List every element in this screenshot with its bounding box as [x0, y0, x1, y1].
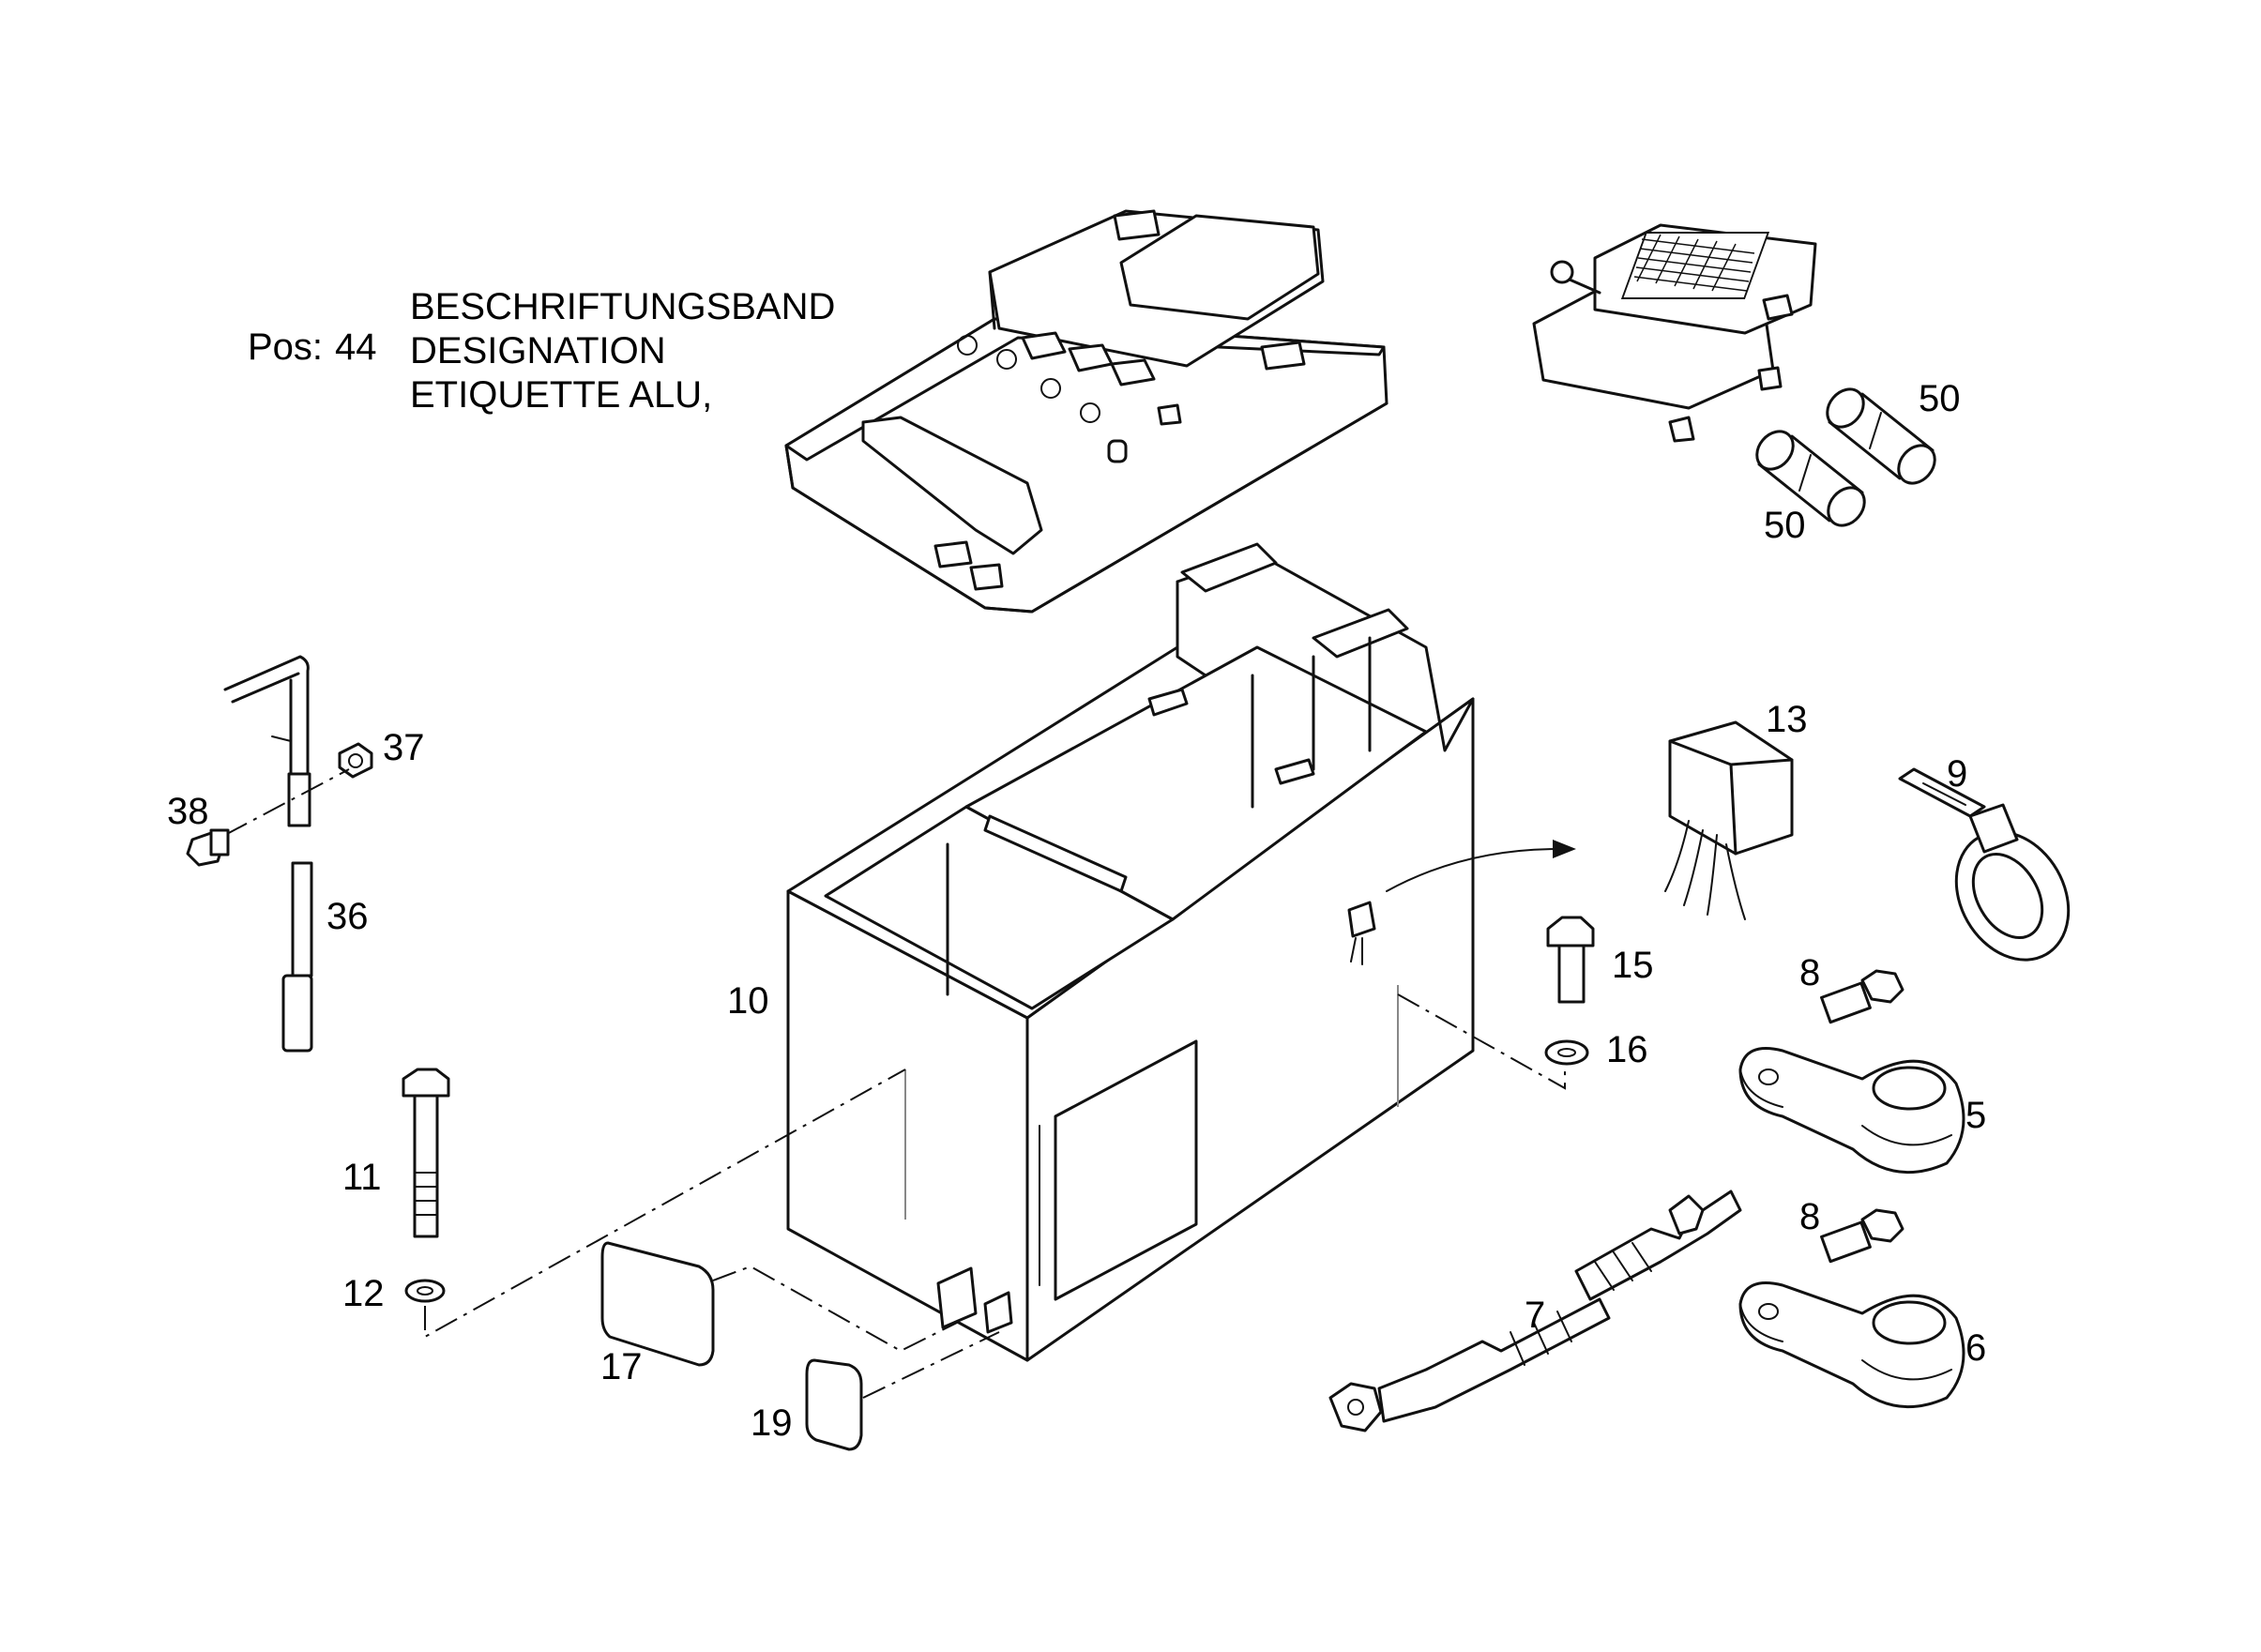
- leader-line-12: [424, 1068, 906, 1339]
- handle-rod-assembly: [186, 655, 373, 1053]
- legend-line-2: DESIGNATION: [410, 330, 666, 371]
- anchor-bolt-7-lower: [1328, 1297, 1611, 1432]
- bolt-11: [402, 1068, 450, 1238]
- anchor-bolt-7-upper: [1574, 1190, 1742, 1301]
- cover-cap-17: [600, 1241, 715, 1367]
- relay-13: [1664, 720, 1794, 920]
- cable-tie-9: [1898, 767, 2071, 962]
- legend-pos-number: 44: [335, 326, 377, 368]
- callout-38: 38: [167, 791, 209, 832]
- legend-line-3: ETIQUETTE ALU,: [410, 374, 712, 416]
- callout-8-upper: 8: [1799, 952, 1820, 993]
- callout-13: 13: [1766, 699, 1808, 740]
- callout-5: 5: [1965, 1095, 1986, 1136]
- module-grid: [1633, 234, 1755, 292]
- relay-location-marker: [1347, 840, 1576, 965]
- callout-10: 10: [727, 980, 769, 1022]
- callout-7: 7: [1525, 1295, 1545, 1336]
- leader-line-17: [712, 1265, 958, 1353]
- main-housing-box: [786, 542, 1475, 1362]
- callout-37: 37: [383, 727, 425, 768]
- callout-12: 12: [342, 1273, 385, 1314]
- callout-6: 6: [1965, 1327, 1986, 1369]
- bolt-15: [1546, 916, 1595, 1004]
- callout-9: 9: [1947, 753, 1967, 795]
- legend: Pos: 44 BESCHRIFTUNGSBAND DESIGNATION ET…: [248, 286, 835, 416]
- callout-15: 15: [1612, 945, 1654, 986]
- callout-16: 16: [1606, 1029, 1648, 1070]
- washer-12: [404, 1279, 446, 1303]
- leader-line-16: [1397, 993, 1566, 1090]
- callout-50-lower: 50: [1764, 505, 1806, 546]
- callout-17: 17: [600, 1346, 643, 1387]
- bolt-8-upper: [1820, 969, 1904, 1024]
- electronic-module: [1532, 223, 1817, 443]
- callout-36: 36: [326, 896, 369, 937]
- top-cover-panel: [784, 209, 1388, 614]
- bolt-8-lower: [1820, 1208, 1904, 1264]
- cover-cap-19: [805, 1358, 863, 1451]
- legend-pos-label: Pos:: [248, 326, 323, 368]
- callout-19: 19: [751, 1402, 793, 1444]
- clamp-6: [1738, 1281, 1965, 1409]
- callout-labels: 50 50 37 38 36 10 11 12 17 19 13 9 15 16…: [167, 378, 1986, 1444]
- leader-line-19: [862, 1331, 1000, 1399]
- callout-11: 11: [342, 1157, 382, 1198]
- washer-16: [1544, 1039, 1589, 1066]
- nut-37: [338, 742, 373, 779]
- sleeve-50-upper: [1826, 387, 1936, 485]
- clamp-5: [1738, 1047, 1965, 1175]
- callout-50-upper: 50: [1919, 378, 1961, 419]
- callout-8-lower: 8: [1799, 1196, 1820, 1237]
- legend-line-1: BESCHRIFTUNGSBAND: [410, 286, 835, 327]
- sleeve-50-lower: [1755, 430, 1866, 527]
